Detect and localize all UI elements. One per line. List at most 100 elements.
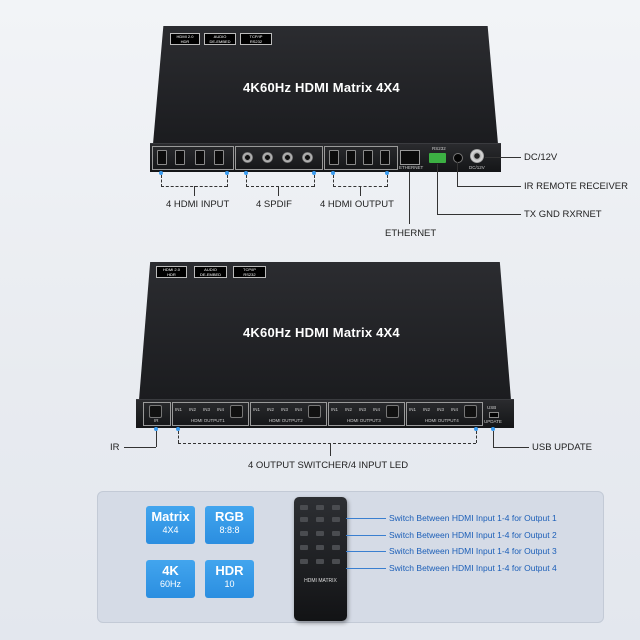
input-led-label: IN1 <box>409 407 417 412</box>
callout-line <box>437 214 521 215</box>
remote-callout-line <box>346 568 386 569</box>
rs232-terminal <box>429 153 446 163</box>
callout-line <box>476 431 477 443</box>
marker-dot <box>491 427 495 431</box>
hdmi-output-port <box>346 150 356 165</box>
ir-sensor-box <box>143 402 171 426</box>
remote-button[interactable] <box>332 545 340 550</box>
callout-ethernet: ETHERNET <box>385 228 437 239</box>
switch-button-output-3[interactable] <box>386 405 399 418</box>
usb-label: USB <box>487 405 497 410</box>
callout-line <box>493 447 529 448</box>
device-top-surface <box>139 262 511 400</box>
device-title: 4K60Hz HDMI Matrix 4X4 <box>243 325 400 340</box>
callout-line <box>246 186 314 187</box>
hdmi-input-port <box>214 150 224 165</box>
hdmi-input-port <box>175 150 185 165</box>
callout-line <box>333 175 334 187</box>
remote-button[interactable] <box>300 545 308 550</box>
remote-button[interactable] <box>332 517 340 522</box>
ir-sensor-label: IR <box>154 418 159 423</box>
switch-button-output-1[interactable] <box>230 405 243 418</box>
callout-line <box>194 186 195 196</box>
device-top-surface <box>153 26 498 144</box>
hdmi-output-port <box>363 150 373 165</box>
marker-dot <box>331 171 335 175</box>
remote-callout-line <box>346 518 386 519</box>
feature-title: HDR <box>215 563 244 578</box>
hdmi-output-group <box>324 146 398 170</box>
callout-line <box>178 443 476 444</box>
remote-button[interactable] <box>300 531 308 536</box>
remote-button[interactable] <box>332 505 340 510</box>
output-switcher-group-4 <box>406 402 483 426</box>
remote-button[interactable] <box>316 559 324 564</box>
marker-dot <box>159 171 163 175</box>
remote-function-1: Switch Between HDMI Input 1-4 for Output… <box>389 513 557 523</box>
feature-tile-matrix: Matrix 4X4 <box>146 506 195 544</box>
ethernet-port-label: ETHERNET <box>399 165 424 170</box>
callout-hdmi-output: 4 HDMI OUTPUT <box>320 199 394 210</box>
remote-button[interactable] <box>316 545 324 550</box>
callout-line <box>493 431 494 447</box>
feature-subtitle: 8:8:8 <box>219 525 240 535</box>
callout-line <box>457 162 458 186</box>
remote-button[interactable] <box>300 559 308 564</box>
feature-tile-rgb: RGB 8:8:8 <box>205 506 254 544</box>
input-led-label: IN3 <box>203 407 211 412</box>
input-led-label: IN3 <box>281 407 289 412</box>
marker-dot <box>154 427 158 431</box>
update-label: UPDATE <box>484 419 502 424</box>
remote-button[interactable] <box>332 531 340 536</box>
remote-button[interactable] <box>316 505 324 510</box>
callout-line <box>156 431 157 447</box>
input-led-label: IN4 <box>217 407 225 412</box>
remote-button[interactable] <box>300 517 308 522</box>
switch-button-output-2[interactable] <box>308 405 321 418</box>
input-led-label: IN4 <box>451 407 459 412</box>
callout-line <box>360 186 361 196</box>
remote-function-3: Switch Between HDMI Input 1-4 for Output… <box>389 546 557 556</box>
hdmi-output-port <box>329 150 339 165</box>
remote-label: HDMI MATRIX <box>304 578 337 584</box>
feature-tile-4k: 4K 60Hz <box>146 560 195 598</box>
input-led-label: IN3 <box>359 407 367 412</box>
ir-sensor <box>149 405 162 418</box>
ir-receiver-jack <box>453 153 463 163</box>
spdif-jack <box>242 152 253 163</box>
rs232-label: RS232 <box>432 146 446 151</box>
marker-dot <box>176 427 180 431</box>
feature-title: Matrix <box>151 509 190 524</box>
marker-dot <box>244 171 248 175</box>
callout-ir: IR <box>110 442 120 453</box>
callout-spdif: 4 SPDIF <box>256 199 292 210</box>
remote-button[interactable] <box>300 505 308 510</box>
hdmi-input-port <box>195 150 205 165</box>
dc-power-jack <box>470 149 484 163</box>
callout-line <box>314 175 315 187</box>
switch-button-output-4[interactable] <box>464 405 477 418</box>
input-led-label: IN1 <box>253 407 261 412</box>
callout-usb-update: USB UPDATE <box>532 442 593 453</box>
input-led-label: IN2 <box>189 407 197 412</box>
input-led-label: IN4 <box>373 407 381 412</box>
callout-line <box>124 447 156 448</box>
feature-title: RGB <box>215 509 244 524</box>
remote-button[interactable] <box>316 531 324 536</box>
remote-button[interactable] <box>316 517 324 522</box>
remote-button[interactable] <box>332 559 340 564</box>
dc-port-label: DC/12V <box>469 165 485 170</box>
feature-subtitle: 4X4 <box>162 525 179 535</box>
callout-ir-receiver: IR REMOTE RECEIVER <box>524 181 628 192</box>
callout-hdmi-input: 4 HDMI INPUT <box>166 199 230 210</box>
callout-line <box>437 164 438 214</box>
input-led-label: IN3 <box>437 407 445 412</box>
usb-port[interactable] <box>489 412 499 418</box>
callout-dc: DC/12V <box>524 152 558 163</box>
marker-dot <box>312 171 316 175</box>
